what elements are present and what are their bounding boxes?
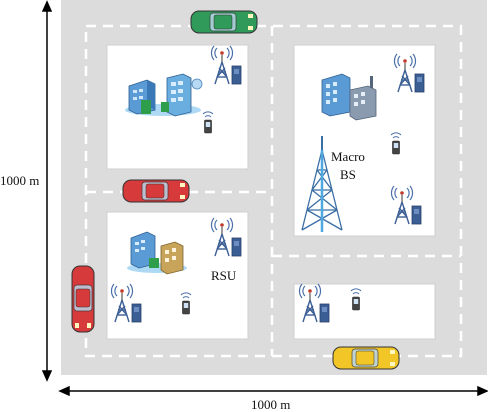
red-car-icon	[71, 265, 95, 333]
macro-bs-tower-icon	[301, 136, 343, 232]
rsu-label: RSU	[211, 268, 237, 283]
block-right-macro	[293, 44, 436, 237]
macro-bs-label-line1: Macro	[331, 149, 365, 164]
width-dimension-arrow	[58, 385, 488, 397]
red-car-icon	[122, 179, 190, 203]
macro-bs-label-line2: BS	[340, 167, 356, 182]
height-dimension-arrow	[41, 0, 53, 382]
yellow-car-icon	[332, 346, 400, 370]
building-icon	[321, 73, 377, 121]
block-bottom-right	[293, 283, 436, 340]
green-car-icon	[190, 10, 258, 34]
block-bottom-left	[106, 211, 249, 340]
width-dimension-label: 1000 m	[251, 397, 291, 412]
city-blocks	[106, 44, 436, 340]
buildings-icon	[127, 231, 187, 275]
height-dimension-label: 1000 m	[0, 173, 40, 188]
office-buildings-icon	[125, 73, 203, 117]
